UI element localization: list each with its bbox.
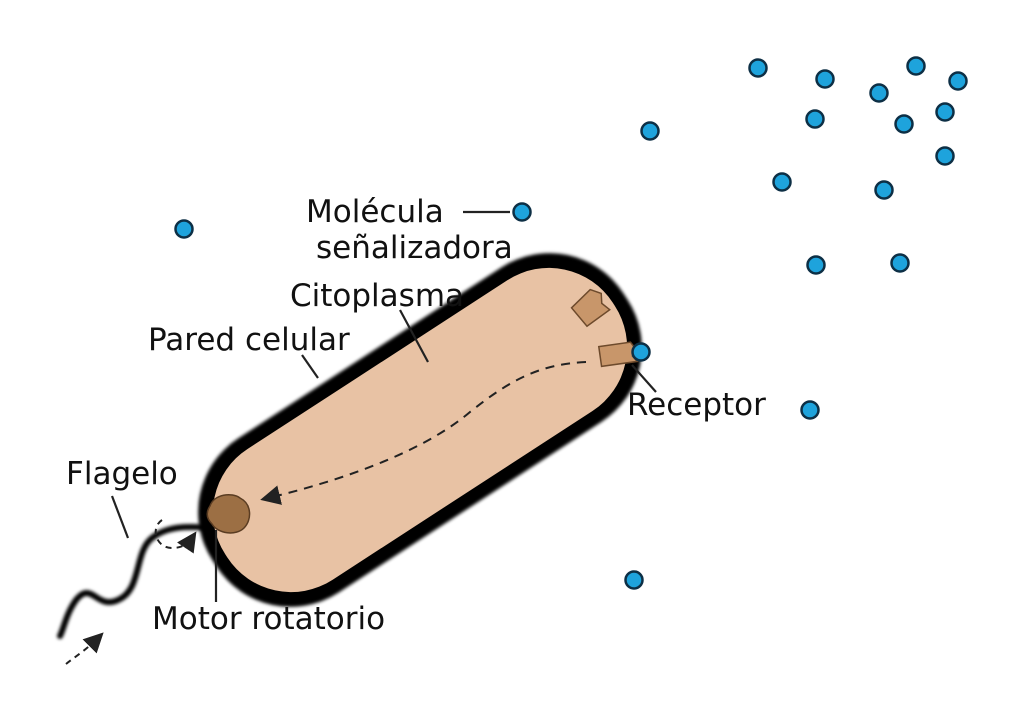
label-senalizadora: señalizadora bbox=[316, 230, 513, 266]
leader-pared-celular bbox=[301, 354, 319, 379]
leader-flagelo bbox=[110, 495, 130, 539]
rotary-motor-icon bbox=[206, 493, 251, 534]
signal-molecule bbox=[906, 56, 926, 76]
signal-molecule bbox=[948, 71, 968, 91]
signal-molecule bbox=[624, 570, 644, 590]
rotation-arrow-icon bbox=[154, 519, 197, 554]
leader-receptor bbox=[631, 364, 657, 393]
signal-molecule bbox=[772, 172, 792, 192]
cytoplasm bbox=[212, 267, 628, 593]
receptor-top-icon bbox=[570, 288, 611, 328]
signal-molecule bbox=[874, 180, 894, 200]
label-molecula: Molécula bbox=[306, 194, 444, 230]
signal-molecule bbox=[512, 202, 532, 222]
signal-molecule bbox=[815, 69, 835, 89]
movement-arrow-icon bbox=[65, 632, 104, 665]
signal-molecule bbox=[935, 146, 955, 166]
signal-molecule bbox=[806, 255, 826, 275]
signal-molecule bbox=[800, 400, 820, 420]
leader-citoplasma bbox=[399, 309, 429, 363]
label-pared-celular: Pared celular bbox=[148, 322, 350, 358]
label-receptor: Receptor bbox=[627, 387, 766, 423]
bacterial-cell bbox=[198, 253, 642, 607]
label-motor-rotatorio: Motor rotatorio bbox=[152, 601, 385, 637]
signal-molecule bbox=[805, 109, 825, 129]
receptor-bound-icon bbox=[597, 341, 639, 368]
signal-molecule-bound bbox=[631, 342, 651, 362]
signal-molecule bbox=[640, 121, 660, 141]
label-flagelo: Flagelo bbox=[66, 456, 178, 492]
signal-path-arrow bbox=[260, 361, 587, 505]
signal-molecule bbox=[935, 102, 955, 122]
signal-molecule bbox=[894, 114, 914, 134]
signal-molecules bbox=[174, 56, 968, 590]
signal-molecule bbox=[748, 58, 768, 78]
label-citoplasma: Citoplasma bbox=[290, 278, 464, 314]
signal-molecule bbox=[174, 219, 194, 239]
flagellum bbox=[57, 523, 223, 639]
signal-molecule bbox=[869, 83, 889, 103]
signal-molecule bbox=[890, 253, 910, 273]
